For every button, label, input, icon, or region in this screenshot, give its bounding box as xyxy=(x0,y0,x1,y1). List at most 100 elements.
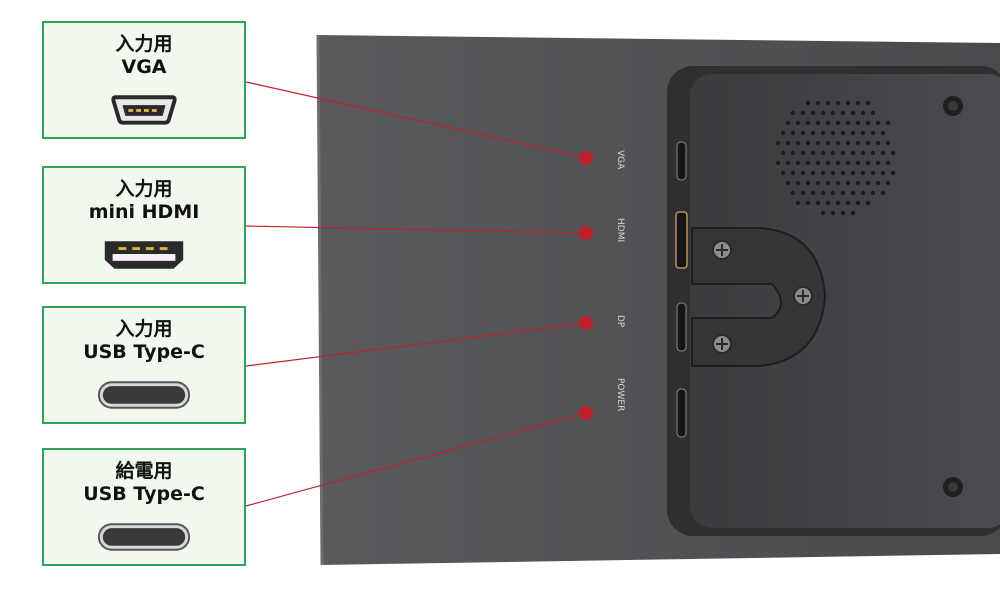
grille-hole xyxy=(880,170,886,176)
marker-hdmi xyxy=(579,226,593,240)
dp-port xyxy=(676,302,687,352)
grille-hole xyxy=(870,190,876,196)
grille-hole xyxy=(795,120,801,126)
grille-hole xyxy=(835,120,841,126)
grille-hole xyxy=(885,140,891,146)
callout-mini-hdmi-input: 入力用 mini HDMI xyxy=(42,166,246,284)
grille-hole xyxy=(810,170,816,176)
grille-hole xyxy=(795,200,801,206)
grille-hole xyxy=(800,110,806,116)
grille-hole xyxy=(790,190,796,196)
grille-hole xyxy=(810,150,816,156)
grille-hole xyxy=(825,120,831,126)
grille-hole xyxy=(790,170,796,176)
grille-hole xyxy=(855,140,861,146)
grille-hole xyxy=(810,190,816,196)
grille-hole xyxy=(840,150,846,156)
grille-hole xyxy=(840,210,846,216)
grille-hole xyxy=(810,130,816,136)
grille-hole xyxy=(850,190,856,196)
usb-c-port-icon xyxy=(97,381,191,409)
grille-hole xyxy=(880,190,886,196)
grille-hole xyxy=(830,130,836,136)
grille-hole xyxy=(815,160,821,166)
grille-hole xyxy=(835,180,841,186)
grille-hole xyxy=(820,170,826,176)
grille-hole xyxy=(885,120,891,126)
grille-hole xyxy=(845,160,851,166)
callout-vga-input: 入力用 VGA xyxy=(42,21,246,139)
grille-hole xyxy=(830,210,836,216)
grille-hole xyxy=(790,110,796,116)
grille-hole xyxy=(785,140,791,146)
grille-hole xyxy=(860,170,866,176)
grille-hole xyxy=(865,180,871,186)
callout-purpose: 給電用 xyxy=(115,460,173,482)
stand-bracket xyxy=(691,227,827,367)
grille-hole xyxy=(805,180,811,186)
grille-hole xyxy=(860,130,866,136)
marker-vga xyxy=(579,151,593,165)
grille-hole xyxy=(790,150,796,156)
grille-hole xyxy=(865,100,871,106)
grille-hole xyxy=(860,190,866,196)
grille-hole xyxy=(805,160,811,166)
grille-hole xyxy=(825,100,831,106)
grille-hole xyxy=(830,170,836,176)
grille-hole xyxy=(785,120,791,126)
callout-purpose: 入力用 xyxy=(115,318,173,340)
grille-hole xyxy=(880,150,886,156)
port-label-dp: DP xyxy=(615,315,625,328)
grille-hole xyxy=(875,160,881,166)
vga-port xyxy=(676,141,687,181)
grille-hole xyxy=(850,150,856,156)
grille-hole xyxy=(800,170,806,176)
grille-hole xyxy=(805,120,811,126)
mini-hdmi-port-icon xyxy=(104,241,184,269)
grille-hole xyxy=(855,100,861,106)
grille-hole xyxy=(805,200,811,206)
grille-hole xyxy=(815,100,821,106)
grille-hole xyxy=(850,170,856,176)
grille-hole xyxy=(800,190,806,196)
grille-hole xyxy=(875,140,881,146)
grille-hole xyxy=(845,140,851,146)
grille-hole xyxy=(825,200,831,206)
grille-hole xyxy=(820,150,826,156)
grille-hole xyxy=(845,200,851,206)
grille-hole xyxy=(865,120,871,126)
grille-hole xyxy=(835,100,841,106)
grille-hole xyxy=(840,110,846,116)
grille-hole xyxy=(775,140,781,146)
grille-hole xyxy=(820,110,826,116)
grille-hole xyxy=(800,150,806,156)
callout-purpose: 入力用 xyxy=(115,178,173,200)
grille-hole xyxy=(855,120,861,126)
grille-hole xyxy=(865,200,871,206)
grille-hole xyxy=(845,120,851,126)
callout-port-name: VGA xyxy=(121,56,167,78)
grille-hole xyxy=(885,180,891,186)
usb-c-port-icon xyxy=(97,523,191,551)
grille-hole xyxy=(785,160,791,166)
grille-hole xyxy=(845,180,851,186)
grille-hole xyxy=(870,150,876,156)
grille-hole xyxy=(805,140,811,146)
grille-hole xyxy=(870,110,876,116)
grille-hole xyxy=(850,130,856,136)
grille-hole xyxy=(780,130,786,136)
grille-hole xyxy=(855,180,861,186)
grille-hole xyxy=(825,140,831,146)
speaker-grille xyxy=(775,100,896,216)
power-port xyxy=(676,388,687,438)
grille-hole xyxy=(850,110,856,116)
grille-hole xyxy=(880,130,886,136)
grille-hole xyxy=(845,100,851,106)
grille-hole xyxy=(780,150,786,156)
grille-hole xyxy=(835,200,841,206)
grille-hole xyxy=(890,150,896,156)
grille-hole xyxy=(820,210,826,216)
grille-hole xyxy=(840,130,846,136)
